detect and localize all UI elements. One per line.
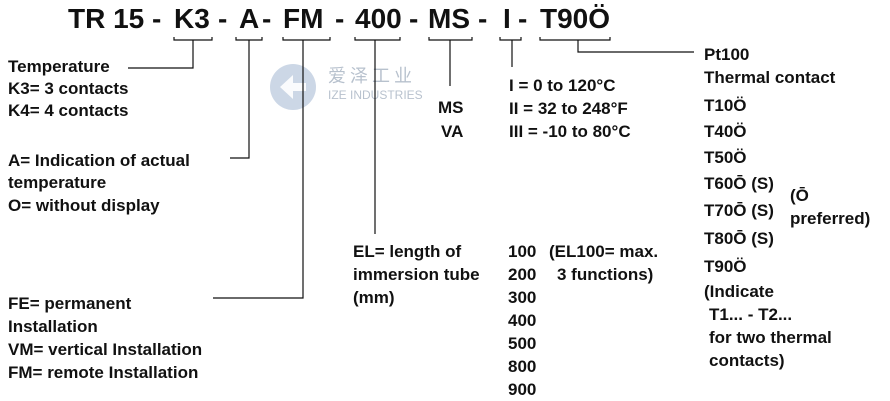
length-value: 900 [508,380,537,399]
bracket-installation [282,37,331,41]
preferred-note: (Ō [790,186,809,205]
contacts-option-k4: K4= 4 contacts [8,101,129,120]
bracket-range [499,37,522,41]
contacts-heading: Temperature [8,57,110,76]
leader-display [230,40,250,159]
bracket-length [354,37,401,41]
sensor-option: T10Ö [704,96,747,115]
model-installation-code: FM [283,3,324,34]
length-value: 400 [508,311,537,330]
sensor-thermal-contact: Thermal contact [704,68,836,87]
range-option-i: I = 0 to 120°C [509,76,616,95]
model-sensor-code: T90Ö [540,3,611,34]
sensor-option: T70Ō (S) [704,201,774,220]
model-prefix: TR 15 - [68,3,162,34]
bracket-display [235,37,263,41]
installation-option-fe: FE= permanent [8,294,132,313]
model-separator: - [518,3,528,34]
model-separator: - [218,3,228,34]
contacts-option-k3: K3= 3 contacts [8,79,129,98]
range-option-ii: II = 32 to 248°F [509,99,628,118]
sensor-option: T40Ö [704,122,747,141]
display-option-o: O= without display [8,196,160,215]
sensor-note-cont: T1... - T2... [709,305,793,324]
leader-contacts [128,40,194,69]
preferred-note-cont: preferred) [790,209,871,228]
bracket-contacts [173,37,213,41]
immersion-label-cont: immersion tube [353,265,480,284]
display-option-a-cont: temperature [8,173,107,192]
installation-option-fe-cont: Installation [8,317,98,336]
sensor-option: T90Ö [704,257,747,276]
model-contacts-code: K3 [174,3,210,34]
material-option-va: VA [441,122,464,141]
range-option-iii: III = -10 to 80°C [509,122,631,141]
length-value: 800 [508,357,537,376]
length-value: 500 [508,334,537,353]
sensor-option: T50Ö [704,148,747,167]
watermark-title: 爱泽工业 [328,66,416,86]
length-value: 300 [508,288,537,307]
length-note: (EL100= max. [549,242,659,261]
model-separator: - [409,3,419,34]
watermark-logo-icon [270,64,316,110]
material-option-ms: MS [438,98,464,117]
sensor-note-cont: for two thermal [709,328,832,347]
sensor-note-cont: contacts) [709,351,785,370]
model-range-code: I [503,3,511,34]
immersion-label: EL= length of [353,242,462,261]
installation-option-vm: VM= vertical Installation [8,340,203,359]
model-material-code: MS [428,3,470,34]
length-value: 200 [508,265,537,284]
sensor-note: (Indicate [704,282,774,301]
model-display-code: A [239,3,260,34]
sensor-option: T80Ō (S) [704,229,774,248]
model-separator: - [335,3,345,34]
bracket-material [428,37,473,41]
length-note-cont: 3 functions) [557,265,654,284]
length-value: 100 [508,242,537,261]
sensor-pt100: Pt100 [704,45,750,64]
leader-sensor [577,40,694,53]
installation-option-fm: FM= remote Installation [8,363,199,382]
display-option-a: A= Indication of actual [8,151,190,170]
model-separator: - [262,3,272,34]
model-separator: - [478,3,488,34]
leader-installation [213,40,304,299]
immersion-unit: (mm) [353,288,395,307]
sensor-option: T60Ō (S) [704,174,774,193]
bracket-sensor [539,37,611,41]
model-length-code: 400 [355,3,402,34]
